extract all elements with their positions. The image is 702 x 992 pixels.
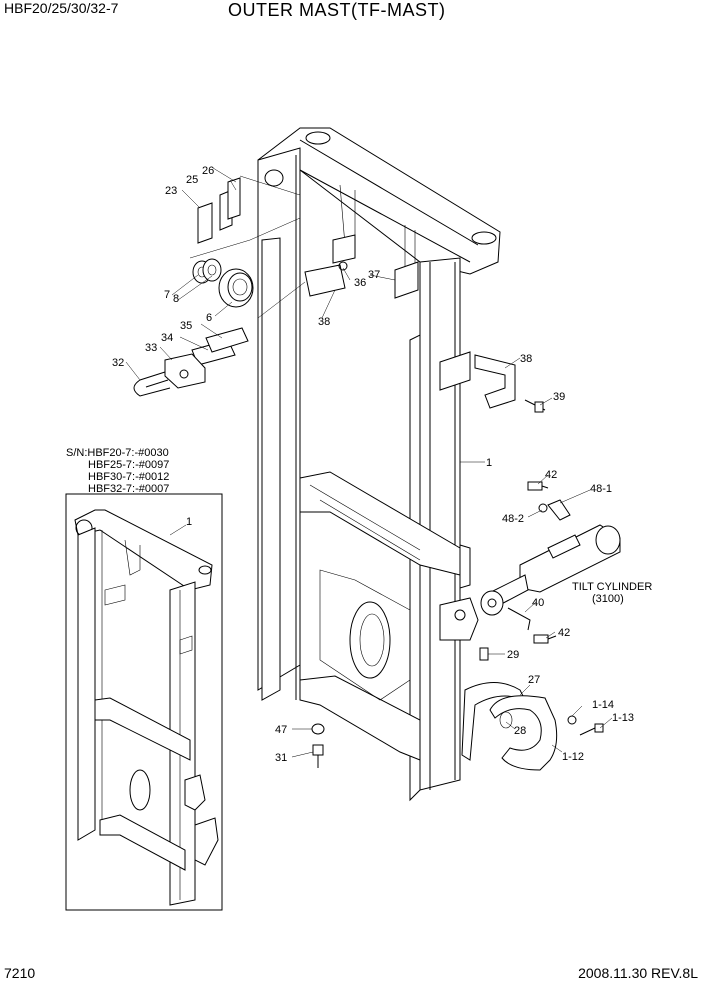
- callout-38-right: 38: [520, 353, 532, 365]
- grease-nipple-29: [479, 647, 489, 661]
- callout-37: 37: [368, 269, 380, 281]
- callout-27: 27: [528, 674, 540, 686]
- callout-labels: 26 25 23 7 8 6 35 34 33 32 36 37 38 38 3…: [112, 165, 652, 764]
- page-number: 7210: [4, 965, 36, 981]
- callout-1-inset: 1: [186, 516, 192, 528]
- callout-42-upper: 42: [545, 469, 557, 481]
- tilt-cylinder-assembly: [480, 499, 621, 631]
- callout-39: 39: [553, 391, 565, 403]
- callout-36: 36: [354, 277, 366, 289]
- callout-1-13: 1-13: [612, 712, 634, 724]
- callout-1-14: 1-14: [592, 699, 614, 711]
- outer-mast-frame: [257, 127, 501, 802]
- callout-23: 23: [165, 185, 177, 197]
- serial-line-3: HBF30-7:-#0012: [88, 471, 169, 483]
- bracket-plates-23-26: [197, 177, 241, 244]
- shim-plates-34-35: [191, 327, 249, 366]
- bolt-42-upper: [527, 481, 549, 491]
- callout-26: 26: [202, 165, 214, 177]
- bolt-39: [524, 399, 546, 413]
- bearing-cap-27-28: [461, 682, 558, 771]
- callout-48-1: 48-1: [590, 483, 612, 495]
- serial-line-1: S/N:HBF20-7:-#0030: [66, 447, 169, 459]
- page-title: OUTER MAST(TF-MAST): [228, 0, 446, 20]
- washer-7-8: [192, 258, 222, 284]
- inset-view-frame: [65, 493, 223, 911]
- callout-48-2: 48-2: [502, 513, 524, 525]
- model-code: HBF20/25/30/32-7: [4, 0, 119, 16]
- tilt-cylinder-label: TILT CYLINDER: [572, 581, 652, 593]
- callout-32: 32: [112, 357, 124, 369]
- parts-47-31: [311, 723, 325, 768]
- callout-42-lower: 42: [558, 627, 570, 639]
- callout-1: 1: [486, 457, 492, 469]
- callout-40: 40: [532, 597, 544, 609]
- callout-35: 35: [180, 320, 192, 332]
- bolt-42-lower: [533, 634, 557, 644]
- bracket-38-mount: [304, 234, 419, 299]
- callout-25: 25: [186, 174, 198, 186]
- callout-34: 34: [161, 332, 173, 344]
- callout-38-left: 38: [318, 316, 330, 328]
- bearing-6: [218, 268, 254, 308]
- serial-line-2: HBF25-7:-#0097: [88, 459, 169, 471]
- bracket-38-right: [439, 351, 516, 409]
- bolts-1-13-1-14: [567, 715, 604, 736]
- callout-29: 29: [507, 649, 519, 661]
- callout-33: 33: [145, 342, 157, 354]
- callout-1-12: 1-12: [562, 751, 584, 763]
- revision-date: 2008.11.30 REV.8L: [578, 965, 698, 981]
- callout-8: 8: [173, 293, 179, 305]
- serial-line-4: HBF32-7:-#0007: [88, 483, 169, 495]
- serial-number-note: S/N:HBF20-7:-#0030 HBF25-7:-#0097 HBF30-…: [66, 447, 169, 495]
- leader-lines: [125, 167, 613, 758]
- clamp-block-33: [164, 353, 206, 389]
- callout-28: 28: [514, 725, 526, 737]
- callout-31: 31: [275, 752, 287, 764]
- callout-6: 6: [206, 312, 212, 324]
- callout-7: 7: [164, 289, 170, 301]
- callout-47: 47: [275, 724, 287, 736]
- tilt-cylinder-code: (3100): [592, 593, 624, 605]
